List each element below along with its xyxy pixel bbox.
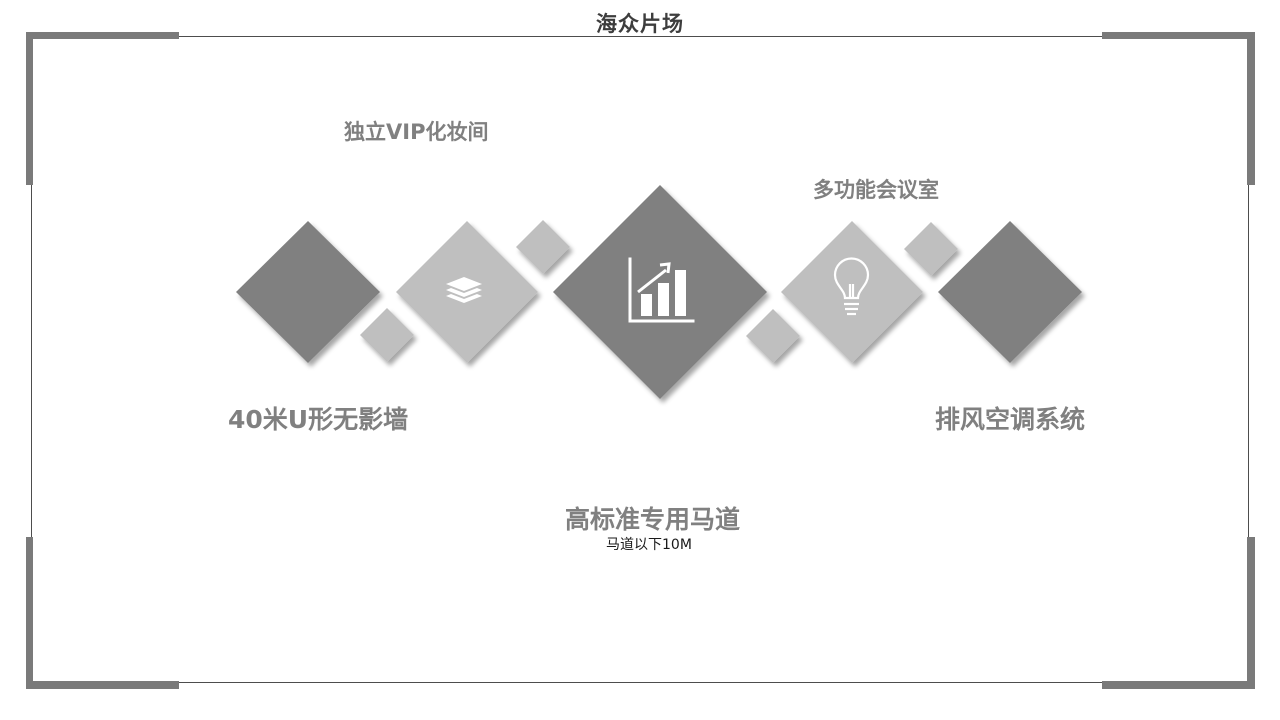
diamond-small-lower-right — [746, 309, 800, 363]
page-title: 海众片场 — [596, 12, 684, 36]
corner-bottom-right-h — [1102, 681, 1255, 689]
bar-chart-growth-icon — [628, 257, 695, 323]
feature-u-shaped-wall: 40米U形无影墙 — [228, 405, 409, 434]
feature-catwalk: 高标准专用马道 — [565, 505, 741, 534]
feature-meeting-room: 多功能会议室 — [813, 178, 939, 202]
diamond-far-left — [236, 221, 380, 363]
corner-top-left-v — [26, 32, 33, 185]
feature-ventilation-ac: 排风空调系统 — [935, 405, 1086, 434]
corner-bottom-right-v — [1247, 537, 1255, 689]
layers-icon — [446, 277, 482, 303]
corner-top-left-h — [26, 32, 179, 39]
diamond-small-lower-left — [360, 308, 414, 362]
lightbulb-icon — [833, 257, 870, 316]
corner-top-right-h — [1102, 32, 1255, 39]
diamond-small-upper-right — [904, 222, 958, 276]
diamond-small-upper-left — [516, 220, 570, 274]
feature-vip-dressing-room: 独立VIP化妆间 — [344, 120, 489, 144]
corner-top-right-v — [1247, 32, 1255, 185]
frame-border — [31, 36, 1249, 683]
corner-bottom-left-v — [26, 537, 33, 689]
feature-catwalk-detail: 马道以下10M — [606, 537, 692, 553]
corner-bottom-left-h — [26, 681, 179, 689]
diamond-far-right — [938, 221, 1082, 363]
